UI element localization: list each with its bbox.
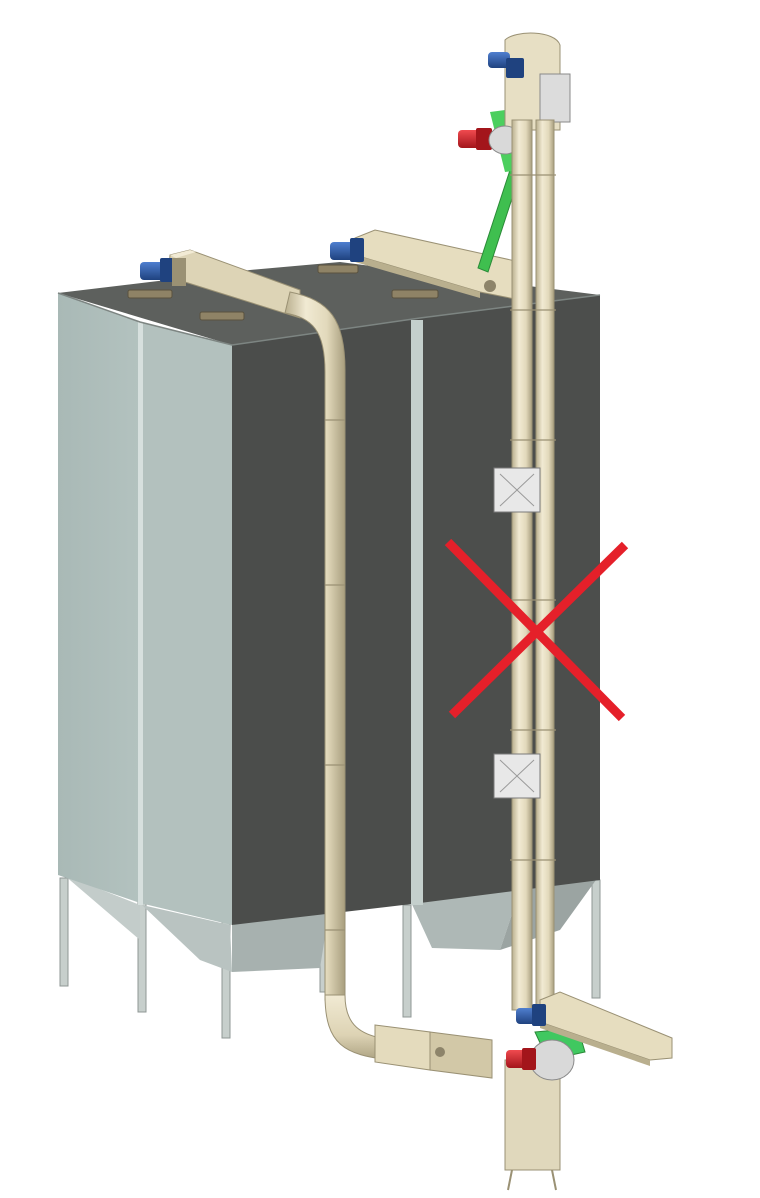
inspection-door bbox=[493, 753, 541, 799]
motor-icon bbox=[330, 238, 364, 262]
motor-icon bbox=[488, 52, 524, 78]
silo-left-face bbox=[58, 293, 140, 903]
motor-icon bbox=[506, 1048, 536, 1070]
motor-icon bbox=[516, 1004, 546, 1026]
bottom-tail-box bbox=[374, 1024, 493, 1079]
curved-chain-conveyor bbox=[140, 249, 493, 1079]
silo-middle-face bbox=[140, 322, 232, 925]
top-horizontal-conveyor bbox=[330, 229, 521, 301]
bottom-horizontal-conveyor bbox=[516, 991, 673, 1066]
roof-inlets bbox=[127, 264, 439, 321]
bucket-elevator bbox=[458, 32, 586, 1191]
motor-icon bbox=[140, 258, 186, 286]
cross-mark-icon bbox=[444, 538, 629, 722]
inspection-door bbox=[493, 467, 541, 513]
